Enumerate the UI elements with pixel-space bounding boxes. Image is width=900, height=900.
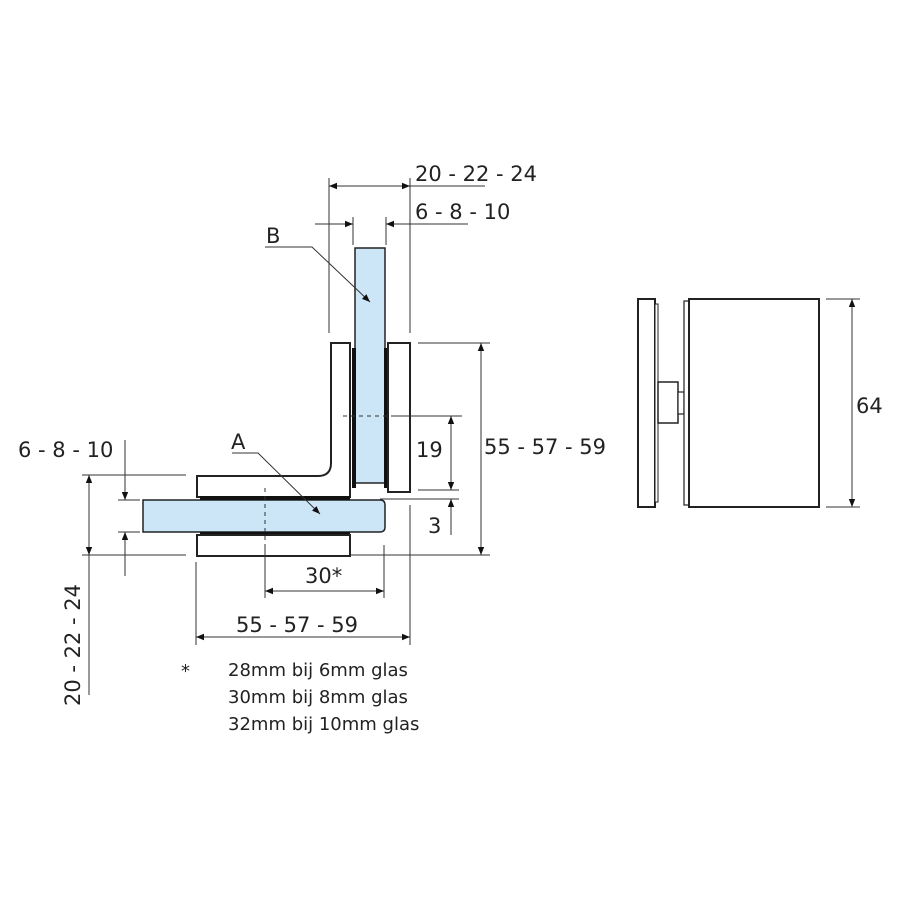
label-part-a: A: [231, 430, 246, 454]
dim-right-height: 55 - 57 - 59: [484, 435, 606, 459]
dim-offset-19: 19: [416, 438, 443, 462]
side-connector: [657, 381, 679, 424]
dim-side-height: 64: [856, 394, 883, 418]
dim-left-glass-thickness: 6 - 8 - 10: [18, 438, 113, 462]
dim-center-distance: 30*: [305, 564, 342, 588]
footnote-marker: *: [181, 661, 190, 682]
clamp-body-l-shape: [196, 342, 351, 498]
dim-top-total-width: 20 - 22 - 24: [415, 162, 537, 186]
footnote-line-2: 30mm bij 8mm glas: [228, 687, 408, 708]
footnote-line-1: 28mm bij 6mm glas: [228, 660, 408, 681]
leader-b: [265, 246, 371, 303]
glass-panel-b: [354, 247, 386, 484]
dim-offset-3: 3: [428, 514, 441, 538]
label-part-b: B: [266, 224, 280, 248]
clamp-plate-right: [387, 342, 411, 493]
clamp-plate-bottom: [196, 534, 351, 557]
glass-panel-a: [142, 499, 386, 533]
dim-bottom-width: 55 - 57 - 59: [236, 613, 358, 637]
side-view: 64: [637, 298, 883, 508]
gasket-right-vertical: [384, 348, 388, 488]
footnote-line-3: 32mm bij 10mm glas: [228, 714, 419, 735]
dim-left-total-height: 20 - 22 - 24: [61, 584, 85, 706]
side-plate-body: [688, 298, 820, 508]
dim-top-glass-thickness: 6 - 8 - 10: [415, 200, 510, 224]
gasket-top-horizontal: [200, 496, 350, 500]
side-plate-left: [637, 298, 656, 508]
gasket-left-vertical: [352, 348, 356, 488]
leader-a: [232, 452, 321, 515]
